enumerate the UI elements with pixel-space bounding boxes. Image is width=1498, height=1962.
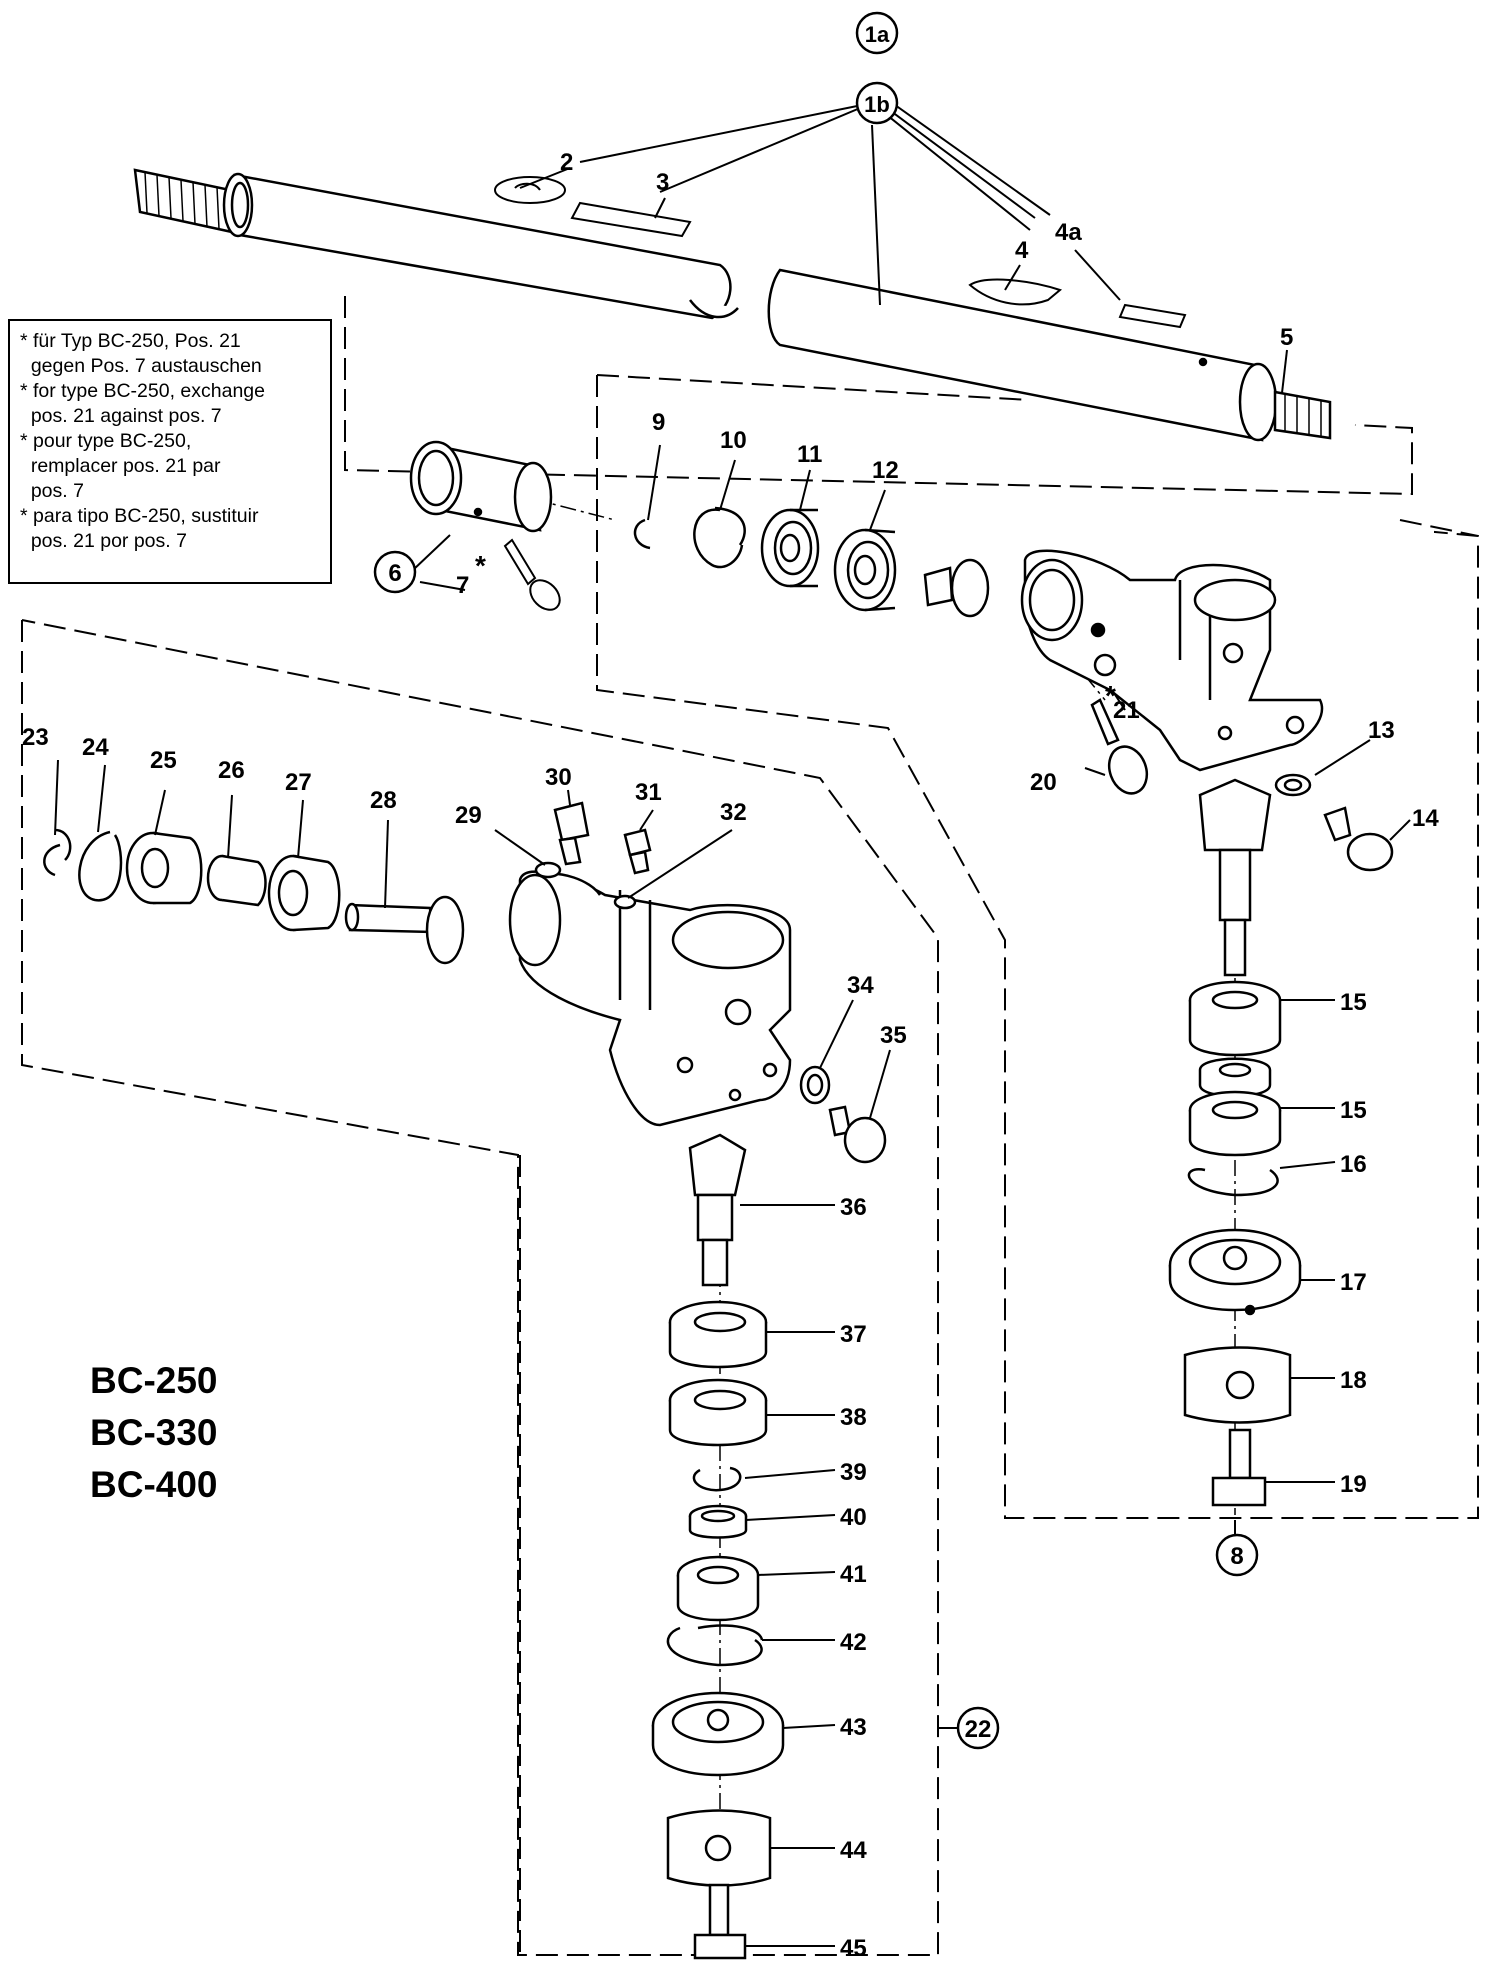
gearhead-left [43, 801, 887, 1960]
circled-labels: 1a 1b 6 8 22 [373, 11, 1259, 1750]
note-line: * pour type BC-250, [20, 430, 192, 452]
circle-1b [855, 81, 899, 125]
label-13: 13 [1368, 717, 1395, 744]
part-2-label-badge [494, 176, 566, 204]
label-28: 28 [370, 787, 397, 814]
model-list: BC-250 BC-330 BC-400 [90, 1355, 218, 1511]
label-42: 42 [840, 1629, 867, 1656]
label-21: 21 [1113, 697, 1140, 724]
screw-part-7 [503, 538, 561, 611]
label-43: 43 [840, 1714, 867, 1741]
asterisk-21: * [1105, 680, 1116, 711]
label-6: 6 [388, 560, 401, 587]
label-38: 38 [840, 1404, 867, 1431]
label-7: 7 [456, 572, 469, 599]
replacement-note-box: * für Typ BC-250, Pos. 21 gegen Pos. 7 a… [8, 319, 332, 584]
asterisk-7: * [475, 550, 486, 581]
drive-shaft-upper [133, 168, 1332, 442]
label-26: 26 [218, 757, 245, 784]
note-line: * für Typ BC-250, Pos. 21 [20, 330, 241, 352]
label-14: 14 [1412, 805, 1439, 832]
part-4a-decal [1118, 303, 1187, 329]
label-45: 45 [840, 1935, 867, 1962]
label-25: 25 [150, 747, 177, 774]
note-line: remplacer pos. 21 par [20, 455, 221, 477]
model-name: BC-400 [90, 1464, 218, 1505]
model-name: BC-250 [90, 1360, 218, 1401]
label-3: 3 [656, 169, 669, 196]
label-27: 27 [285, 769, 312, 796]
label-5: 5 [1280, 324, 1293, 351]
label-40: 40 [840, 1504, 867, 1531]
label-34: 34 [847, 972, 874, 999]
part-4-decal [968, 278, 1063, 306]
label-8: 8 [1230, 1543, 1243, 1570]
label-17: 17 [1340, 1269, 1367, 1296]
label-39: 39 [840, 1459, 867, 1486]
label-32: 32 [720, 799, 747, 826]
label-18: 18 [1340, 1367, 1367, 1394]
note-line: pos. 21 against pos. 7 [20, 405, 222, 427]
label-1b: 1b [864, 92, 890, 117]
note-line: gegen Pos. 7 austauschen [20, 355, 262, 377]
label-41: 41 [840, 1561, 867, 1588]
part-labels: 2 3 4 4a 5 7 9 10 11 12 13 14 15 15 16 1… [22, 149, 1439, 1962]
label-10: 10 [720, 427, 747, 454]
label-29: 29 [455, 802, 482, 829]
label-31: 31 [635, 779, 662, 806]
note-line: * for type BC-250, exchange [20, 380, 265, 402]
label-4a: 4a [1055, 219, 1082, 246]
label-12: 12 [872, 457, 899, 484]
label-15b: 15 [1340, 1097, 1367, 1124]
circle-1a [855, 11, 899, 55]
note-line: pos. 7 [20, 480, 84, 502]
model-name: BC-330 [90, 1412, 218, 1453]
note-line: * para tipo BC-250, sustituir [20, 505, 259, 527]
label-37: 37 [840, 1321, 867, 1348]
label-1a: 1a [865, 22, 890, 47]
gearhead-right [633, 506, 1394, 1507]
boundary-gearhead-group-8 [596, 374, 1479, 1519]
sleeve-part-6 [409, 440, 553, 533]
label-22: 22 [965, 1716, 992, 1743]
label-4: 4 [1015, 237, 1029, 264]
label-23: 23 [22, 724, 49, 751]
note-line: pos. 21 por pos. 7 [20, 530, 187, 552]
label-2: 2 [560, 149, 573, 176]
label-24: 24 [82, 734, 109, 761]
circle-22 [956, 1706, 1000, 1750]
label-20: 20 [1030, 769, 1057, 796]
boundary-shaft-group [344, 296, 1413, 496]
label-11: 11 [797, 441, 822, 468]
label-35: 35 [880, 1022, 907, 1049]
label-30: 30 [545, 764, 572, 791]
label-19: 19 [1340, 1471, 1367, 1498]
label-36: 36 [840, 1194, 867, 1221]
label-16: 16 [1340, 1151, 1367, 1178]
label-15a: 15 [1340, 989, 1367, 1016]
label-44: 44 [840, 1837, 867, 1864]
circle-6 [373, 550, 417, 594]
part-3-decal [570, 201, 692, 238]
circle-8 [1215, 1533, 1259, 1577]
leader-lines [54, 99, 1411, 1947]
label-9: 9 [652, 409, 665, 436]
